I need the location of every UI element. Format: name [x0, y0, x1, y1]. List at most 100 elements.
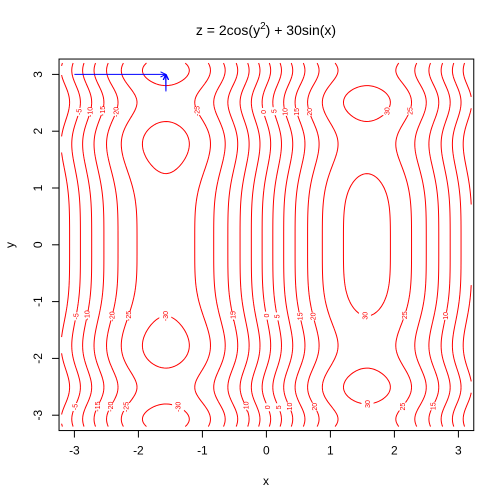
contour-label-bg	[122, 311, 135, 320]
y-tick-label: 2	[31, 128, 45, 135]
contour-label: -25	[126, 311, 133, 321]
contour-label: 15	[297, 312, 304, 320]
contour-label-bg	[226, 312, 239, 321]
contour-level	[294, 62, 440, 427]
contour-label-bg	[105, 312, 118, 321]
contour-label: 5	[276, 405, 283, 409]
contour-label: -10	[85, 310, 92, 320]
contour-label-bg	[96, 106, 109, 115]
contour-label-bg	[426, 402, 439, 411]
contour-level	[120, 62, 211, 427]
arrow-head	[160, 71, 167, 75]
contour-label: 30	[385, 107, 392, 115]
contour-label: 20	[307, 108, 314, 116]
contour-label: 0	[265, 405, 272, 409]
contour-label-bg	[267, 107, 280, 116]
contour-label: -25	[195, 106, 202, 116]
x-tick-label: 1	[327, 444, 334, 458]
contour-label-bg	[69, 312, 82, 321]
contour-label-bg	[68, 403, 81, 412]
x-tick-label: -2	[133, 444, 144, 458]
gradient-arrows	[74, 71, 169, 92]
contour-label-bg	[398, 311, 411, 320]
x-tick-label: -3	[69, 444, 80, 458]
contour-level	[307, 62, 427, 427]
contour-label: -15	[100, 106, 107, 116]
contour-label-bg	[159, 312, 172, 321]
contour-label-bg	[303, 107, 316, 116]
contour-label: -5	[77, 109, 84, 115]
contour-label: 25	[407, 107, 414, 115]
contour-label-bg	[191, 106, 204, 115]
contour-label-bg	[439, 311, 452, 320]
contour-label-bg	[261, 403, 274, 412]
contour-label: 5	[275, 314, 282, 318]
y-tick-label: -1	[31, 296, 45, 307]
contour-level	[342, 85, 391, 405]
contour-label-bg	[361, 399, 374, 408]
contour-label: -20	[109, 311, 116, 321]
contour-label: -5	[73, 313, 80, 319]
contour-level	[141, 62, 190, 427]
contour-label-bg	[239, 402, 252, 411]
x-axis-label: x	[263, 474, 269, 488]
contour-label-bg	[307, 312, 320, 321]
contour-label: -5	[72, 404, 79, 410]
contour-label: 30	[365, 400, 372, 408]
contour-label-bg	[358, 311, 371, 320]
contour-label-bg	[396, 402, 409, 411]
contour-level	[106, 62, 226, 427]
contour-label-bg	[110, 107, 123, 116]
contour-label: -10	[88, 107, 95, 117]
contour-level	[321, 62, 413, 427]
contour-label-bg	[257, 107, 270, 116]
contour-label: 20	[312, 403, 319, 411]
y-tick-label: 3	[31, 71, 45, 78]
contour-label: 10	[443, 312, 450, 320]
x-tick-label: -1	[197, 444, 208, 458]
contour-lines	[61, 62, 472, 427]
contour-label-bg	[73, 107, 86, 116]
contour-label-bg	[283, 402, 296, 411]
contour-label: 30	[362, 312, 369, 320]
contour-label-bg	[271, 312, 284, 321]
contour-labels: -30-30-25-25-25-20-20-20-15-15-15-10-10-…	[68, 106, 452, 412]
y-tick-label: 1	[31, 184, 45, 191]
contour-label-bg	[403, 106, 416, 115]
contour-label: 10	[287, 403, 294, 411]
contour-level	[71, 62, 261, 427]
contour-label-bg	[91, 402, 104, 411]
contour-level	[272, 62, 462, 427]
contour-level	[283, 62, 451, 427]
arrow-head	[165, 74, 169, 81]
contour-label: -15	[95, 401, 102, 411]
x-tick-label: 2	[391, 444, 398, 458]
contour-label: 5	[271, 109, 278, 113]
x-tick-label: 3	[455, 444, 462, 458]
contour-label: 15	[430, 402, 437, 410]
contour-label: 0	[264, 314, 271, 318]
contour-label: -20	[114, 107, 121, 117]
contour-label: 15	[294, 108, 301, 116]
contour-label-bg	[120, 402, 133, 411]
contour-label: -15	[230, 311, 237, 321]
contour-label: -10	[243, 401, 250, 411]
contour-level	[61, 62, 472, 427]
contour-label-bg	[84, 107, 97, 116]
y-tick-label: 0	[31, 241, 45, 248]
contour-label-bg	[104, 402, 117, 411]
contour-label: -30	[176, 402, 183, 412]
contour-label-bg	[308, 402, 321, 411]
contour-label: 20	[311, 312, 318, 320]
contour-label-bg	[272, 403, 285, 412]
arrow-head	[162, 74, 167, 81]
contour-label: -30	[163, 311, 170, 321]
contour-level	[93, 62, 239, 427]
y-axis-label: y	[3, 242, 17, 248]
y-tick-label: -2	[31, 353, 45, 364]
contour-label: 25	[402, 311, 409, 319]
contour-label-bg	[172, 402, 185, 411]
contour-label: -20	[108, 402, 115, 412]
